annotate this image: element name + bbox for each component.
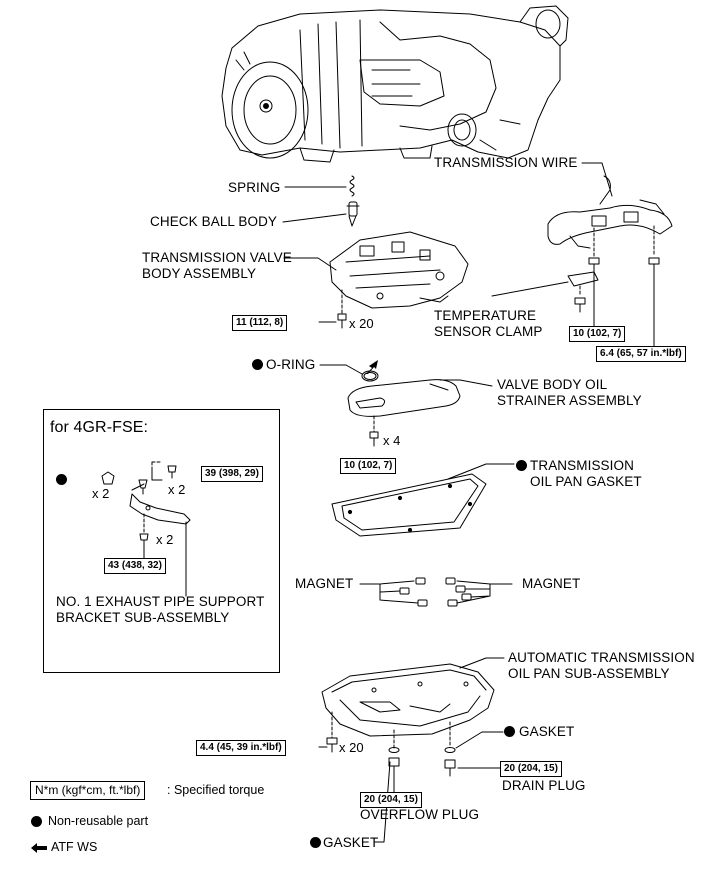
- label-spring: SPRING: [228, 180, 281, 195]
- inset-title: for 4GR-FSE:: [50, 419, 149, 436]
- transmission-wire-drawing: [547, 175, 673, 249]
- drain-plug-drawing: [444, 759, 456, 777]
- label-transmission-valve-body: TRANSMISSION VALVE BODY ASSEMBLY: [142, 250, 292, 281]
- inset-bracket-drawing: [101, 461, 191, 597]
- inset-torque-bottom: 43 (438, 32): [104, 558, 166, 574]
- atf-arrow-icon: [366, 360, 378, 374]
- temperature-sensor-clamp-drawing: [567, 271, 599, 287]
- label-magnet-right: MAGNET: [522, 576, 581, 591]
- label-temperature-sensor-clamp: TEMPERATURE SENSOR CLAMP: [434, 308, 543, 339]
- label-transmission-wire: TRANSMISSION WIRE: [434, 155, 578, 170]
- torque-drain-plug: 20 (204, 15): [500, 761, 562, 777]
- label-automatic-transmission-oil-pan: AUTOMATIC TRANSMISSION OIL PAN SUB-ASSEM…: [508, 650, 695, 681]
- multiplier-oil-pan: x 20: [339, 740, 364, 755]
- label-magnet-left: MAGNET: [295, 576, 354, 591]
- overflow-gasket-drawing: [388, 747, 400, 753]
- inset-non-reusable-dot: [56, 474, 67, 485]
- multiplier-valve-body: x 20: [349, 316, 374, 331]
- oil-pan-gasket-drawing: [331, 473, 487, 537]
- valve-body-oil-strainer-drawing: [347, 379, 461, 417]
- inset-multiplier-left: x 2: [92, 486, 110, 501]
- non-reusable-dot-drain-gasket: [504, 726, 515, 737]
- valve-body-drawing: [329, 231, 469, 309]
- label-transmission-oil-pan-gasket: TRANSMISSION OIL PAN GASKET: [530, 458, 642, 489]
- wire-bolt-drawing: [588, 257, 660, 273]
- label-gasket-drain: GASKET: [519, 724, 575, 739]
- non-reusable-dot-oil-pan-gasket: [516, 460, 527, 471]
- non-reusable-dot-overflow-gasket: [310, 837, 321, 848]
- label-valve-body-oil-strainer: VALVE BODY OIL STRAINER ASSEMBLY: [497, 377, 642, 408]
- torque-valve-body: 11 (112, 8): [232, 315, 288, 331]
- legend-non-reusable-text: Non-reusable part: [48, 814, 149, 828]
- legend-atf-text: ATF WS: [51, 840, 98, 854]
- label-o-ring: O-RING: [266, 357, 316, 372]
- legend-atf-arrow-icon: [31, 843, 47, 853]
- torque-oil-pan: 4.4 (45, 39 in.*lbf): [196, 740, 286, 756]
- inset-multiplier-bottom: x 2: [156, 532, 174, 547]
- label-gasket-overflow: GASKET: [323, 835, 379, 850]
- overflow-plug-drawing: [388, 757, 400, 777]
- torque-strainer: 10 (102, 7): [340, 458, 397, 474]
- inset-multiplier-right: x 2: [168, 482, 186, 497]
- multiplier-strainer: x 4: [383, 433, 401, 448]
- label-overflow-plug: OVERFLOW PLUG: [360, 807, 480, 822]
- torque-wire-bolt-2: 6.4 (65, 57 in.*lbf): [596, 346, 686, 362]
- drain-gasket-drawing: [444, 747, 456, 753]
- inset-torque-top: 39 (398, 29): [201, 466, 263, 482]
- spring-drawing: [349, 175, 355, 197]
- oil-pan-drawing: [321, 663, 495, 737]
- inset-bracket-label: NO. 1 EXHAUST PIPE SUPPORT BRACKET SUB-A…: [56, 594, 265, 625]
- valve-body-bolt-drawing: [337, 313, 347, 329]
- torque-overflow-plug: 20 (204, 15): [360, 792, 422, 808]
- label-check-ball-body: CHECK BALL BODY: [150, 214, 278, 229]
- legend-non-reusable-dot: [31, 816, 42, 827]
- legend-torque-text: : Specified torque: [167, 783, 265, 797]
- non-reusable-dot-o-ring: [252, 359, 263, 370]
- legend-torque-box: N*m (kgf*cm, ft.*lbf): [30, 781, 146, 800]
- label-drain-plug: DRAIN PLUG: [502, 778, 586, 793]
- transmission-case-drawing: [221, 5, 569, 163]
- check-ball-body-drawing: [346, 201, 360, 227]
- inset-4gr-fse: for 4GR-FSE: x 2 x 2 39 (398, 29) x 2 43…: [43, 409, 280, 673]
- torque-wire-bolt-1: 10 (102, 7): [569, 326, 626, 342]
